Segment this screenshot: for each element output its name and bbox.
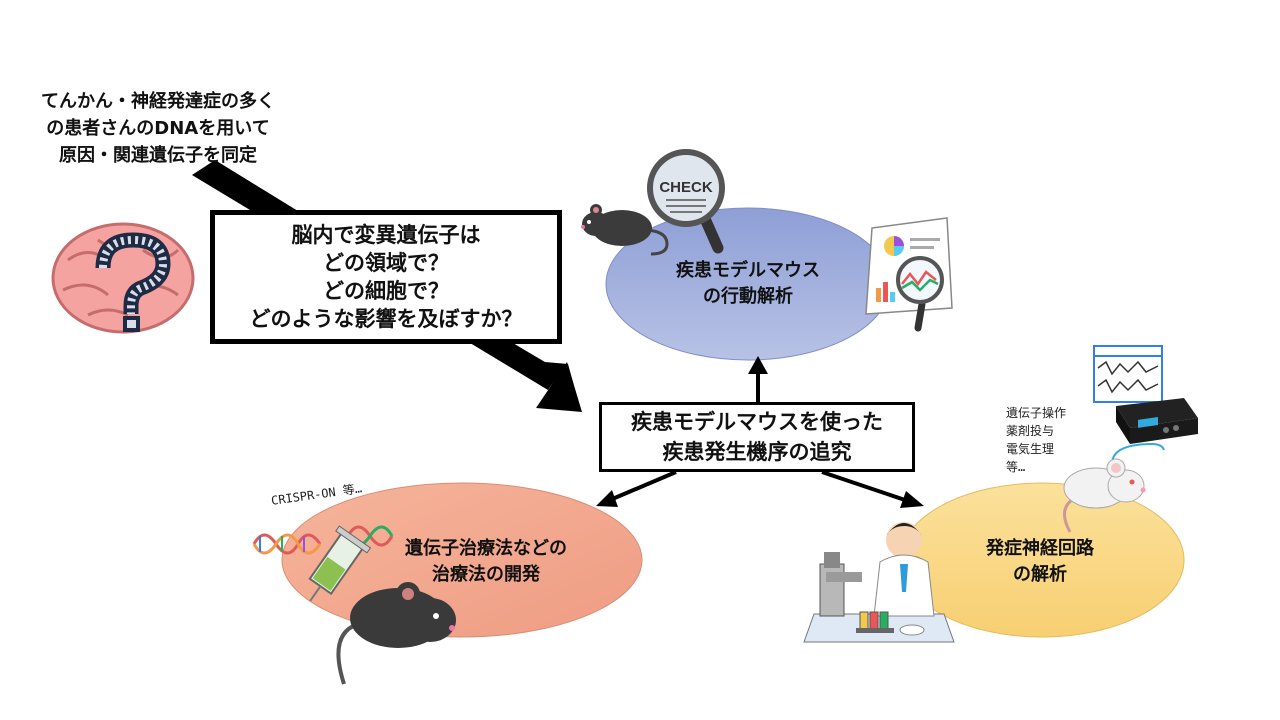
- white-mouse-icon: [1063, 442, 1165, 533]
- question-box: 脳内で変異遺伝子は どの領域で？ どの細胞で？ どのような影響を及ぼすか？: [210, 210, 562, 344]
- top-ellipse-line: 疾患モデルマウス: [676, 260, 820, 281]
- center-line: 疾患発生機序の追究: [662, 440, 852, 464]
- manipulation-line: 電気生理: [1006, 442, 1055, 456]
- question-line: どの細胞で？: [323, 279, 449, 303]
- top-ellipse-label: 疾患モデルマウス の行動解析: [648, 258, 848, 310]
- manipulation-line: 等…: [1006, 460, 1026, 474]
- intro-line: てんかん・神経発達症の多く: [41, 91, 275, 112]
- arrow-to-right: [821, 470, 924, 508]
- chart-magnifier-icon: [865, 217, 953, 332]
- black-mouse-large-icon: [336, 582, 456, 685]
- brain-question-icon: [51, 222, 195, 334]
- intro-line: の患者さんのDNAを用いて: [46, 118, 270, 139]
- recorder-device-icon: [1093, 345, 1198, 444]
- right-ellipse-line: 発症神経回路: [986, 538, 1094, 559]
- manipulation-note: 遺伝子操作 薬剤投与 電気生理 等…: [1006, 404, 1066, 476]
- dna-syringe-icon: [252, 525, 394, 602]
- intro-line: 原因・関連遺伝子を同定: [59, 145, 257, 166]
- right-ellipse-label: 発症神経回路 の解析: [950, 536, 1130, 588]
- manipulation-line: 薬剤投与: [1006, 424, 1055, 438]
- black-mouse-icon: [581, 204, 669, 256]
- left-ellipse-label: 遺伝子治療法などの 治療法の開発: [376, 536, 596, 588]
- magnifier-check-icon: CHECK: [647, 149, 725, 254]
- arrow-to-left: [596, 470, 677, 507]
- question-line: 脳内で変異遺伝子は: [291, 223, 481, 247]
- right-ellipse-line: の解析: [1013, 564, 1067, 585]
- check-text: CHECK: [659, 179, 713, 196]
- manipulation-line: 遺伝子操作: [1006, 406, 1067, 420]
- left-ellipse-line: 遺伝子治療法などの: [405, 538, 567, 559]
- scientist-microscope-icon: [803, 522, 955, 643]
- arrow-to-top: [748, 356, 768, 402]
- question-line: どの領域で？: [323, 251, 449, 275]
- center-line: 疾患モデルマウスを使った: [631, 410, 883, 434]
- top-ellipse-line: の行動解析: [703, 286, 793, 307]
- center-box: 疾患モデルマウスを使った 疾患発生機序の追究: [599, 402, 915, 472]
- question-line: どのような影響を及ぼすか？: [249, 307, 523, 331]
- intro-text: てんかん・神経発達症の多く の患者さんのDNAを用いて 原因・関連遺伝子を同定: [18, 88, 298, 169]
- left-ellipse-line: 治療法の開発: [432, 564, 540, 585]
